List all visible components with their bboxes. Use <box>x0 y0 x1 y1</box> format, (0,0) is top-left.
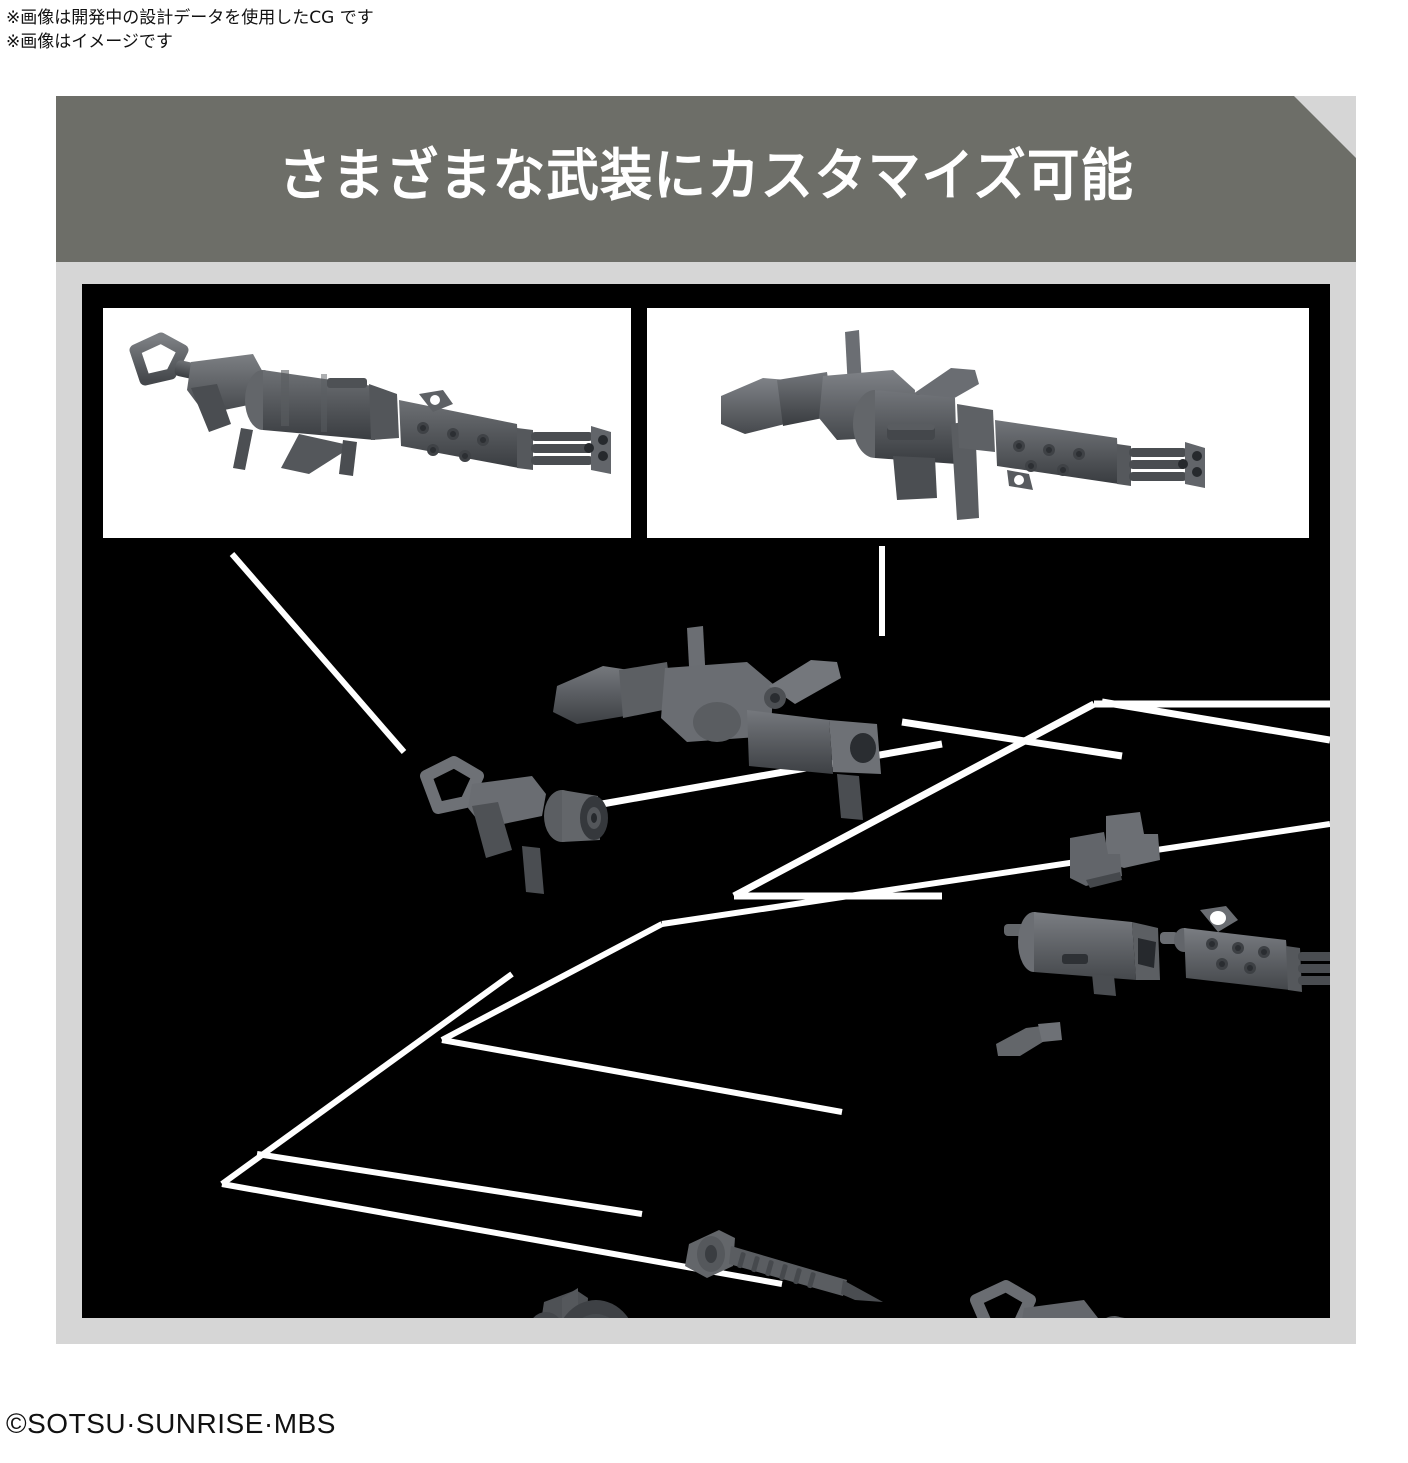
exploded-view-stage <box>82 284 1330 1318</box>
copyright-text: ©SOTSU·SUNRISE·MBS <box>6 1408 336 1439</box>
gatling-gun-base-configuration-image <box>129 332 611 476</box>
part-gatling-barrel-assembly <box>1160 894 1330 1049</box>
part-variant-drill-unit <box>962 1274 1272 1318</box>
part-core-receiver-body <box>537 624 957 829</box>
banner-title: さまざまな武装にカスタマイズ可能 <box>278 144 1134 209</box>
part-trigger-lever <box>990 1006 1080 1071</box>
photo-panel-stock-bipod-configuration <box>647 308 1309 538</box>
disclaimer-notes: ※画像は開発中の設計データを使用したCG です ※画像はイメージです <box>6 6 706 54</box>
part-grip-adapter-with-joint <box>412 754 642 909</box>
photo-panel-base-configuration <box>103 308 631 538</box>
feature-banner: さまざまな武装にカスタマイズ可能 <box>56 96 1356 262</box>
part-magazine-housing <box>1002 884 1182 1019</box>
part-shield-pad-assembly <box>502 1284 662 1318</box>
disclaimer-note-line-2: ※画像はイメージです <box>6 32 173 52</box>
part-drill-bit <box>677 1224 897 1318</box>
disclaimer-note-line-1: ※画像は開発中の設計データを使用したCG です <box>6 8 374 28</box>
part-rail-clip-small <box>1062 810 1182 905</box>
feature-card: さまざまな武装にカスタマイズ可能 <box>56 96 1356 1344</box>
gatling-gun-with-stock-and-bipod-image <box>721 330 1205 520</box>
